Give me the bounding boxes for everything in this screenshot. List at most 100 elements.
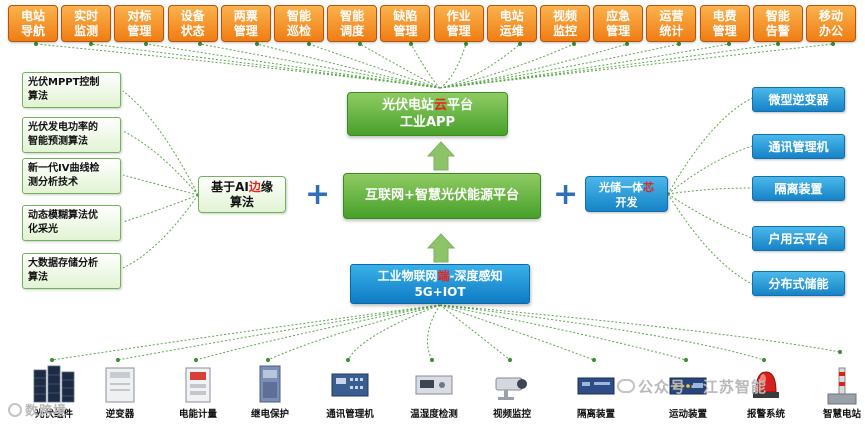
storage-chip-subtitle: 开发: [615, 196, 638, 209]
energy-meter-icon: [178, 364, 218, 408]
function-tile[interactable]: 智能告警: [752, 5, 803, 42]
relay-protection-icon: [250, 364, 290, 408]
wechat-icon: [617, 379, 635, 393]
field-device-label: 电能计量: [178, 409, 217, 420]
iot-platform-highlight: 端: [437, 269, 450, 283]
field-device[interactable]: 智慧电站: [812, 364, 865, 420]
algorithm-line1: 光伏发电功率的: [28, 122, 98, 133]
function-tile-line1: 移动: [818, 9, 843, 23]
watermark-logo-icon: [8, 403, 22, 417]
function-tile[interactable]: 缺陷管理: [380, 5, 431, 42]
iot-platform-title-b: -深度感知: [449, 269, 503, 283]
field-device-label: 逆变器: [105, 409, 135, 420]
algorithm-line2: 化采光: [28, 224, 58, 235]
algorithm-line2: 算法: [28, 272, 48, 283]
algorithm-line2: 智能预测算法: [28, 136, 88, 147]
function-tile[interactable]: 实时监测: [61, 5, 112, 42]
iot-platform-box[interactable]: 工业物联网端-深度感知 5G+IOT: [350, 264, 530, 304]
field-device[interactable]: 视频监控: [482, 364, 542, 420]
device-box[interactable]: 户用云平台: [752, 226, 845, 251]
function-tile[interactable]: 智能调度: [327, 5, 378, 42]
function-tile-line2: 巡检: [286, 24, 311, 38]
function-tile[interactable]: 移动办公: [806, 5, 856, 42]
iot-platform-subtitle: 5G+IOT: [414, 285, 466, 299]
energy-platform-box[interactable]: 互联网+智慧光伏能源平台: [343, 173, 541, 219]
edge-ai-subtitle: 算法: [229, 195, 254, 209]
device-box[interactable]: 通讯管理机: [752, 134, 845, 159]
isolation-device-icon: [574, 364, 618, 408]
algorithm-box[interactable]: 光伏发电功率的智能预测算法: [22, 117, 121, 153]
cloud-platform-box[interactable]: 光伏电站云平台 工业APP: [347, 92, 508, 136]
function-tile-line2: 状态: [180, 24, 205, 38]
cloud-platform-title-b: 平台: [447, 98, 474, 113]
algorithm-box[interactable]: 动态模糊算法优化采光: [22, 205, 121, 241]
algorithm-box[interactable]: 光伏MPPT控制算法: [22, 72, 121, 108]
function-tile[interactable]: 设备状态: [167, 5, 218, 42]
plus-sign-left: +: [305, 177, 331, 212]
function-tile-line1: 对标: [127, 9, 152, 23]
cloud-platform-subtitle: 工业APP: [399, 115, 456, 130]
function-tile-line1: 智能: [340, 9, 365, 23]
function-tile-line1: 应急: [606, 9, 631, 23]
field-device-label: 通讯管理机: [326, 409, 374, 420]
function-tile-line1: 缺陷: [393, 9, 418, 23]
field-device[interactable]: 报警系统: [736, 364, 796, 420]
function-tile-line1: 作业: [446, 9, 471, 23]
function-tile[interactable]: 运营统计: [646, 5, 697, 42]
function-tile[interactable]: 对标管理: [114, 5, 165, 42]
edge-ai-highlight: 边: [248, 180, 261, 194]
smart-station-icon: [822, 364, 862, 412]
function-tile-line2: 监控: [552, 24, 577, 38]
cloud-platform-title-a: 光伏电站: [381, 98, 434, 113]
function-tile-line1: 运营: [659, 9, 684, 23]
algorithm-box[interactable]: 新一代IV曲线检测分析技术: [22, 158, 121, 194]
algorithm-line1: 动态模糊算法优: [28, 210, 98, 221]
function-tile-line1: 实时: [74, 9, 99, 23]
field-device[interactable]: 运动装置: [658, 364, 718, 420]
watermark-left: 数跨境: [8, 400, 67, 419]
storage-chip-box[interactable]: 光储一体芯 开发: [585, 176, 668, 212]
edge-ai-title-b: 缘: [260, 180, 273, 194]
function-tile-line2: 告警: [765, 24, 790, 38]
function-tile-line2: 管理: [393, 24, 418, 38]
energy-platform-label: 互联网+智慧光伏能源平台: [365, 188, 519, 203]
device-box[interactable]: 分布式储能: [752, 271, 845, 296]
function-tile[interactable]: 视频监控: [540, 5, 590, 42]
telecontrol-device-icon: [666, 364, 710, 408]
field-device[interactable]: 逆变器: [90, 364, 150, 420]
device-box[interactable]: 隔离装置: [752, 176, 845, 201]
communication-manager-icon: [328, 364, 372, 408]
field-device[interactable]: 通讯管理机: [320, 364, 380, 420]
field-device[interactable]: 隔离装置: [566, 364, 626, 420]
function-tile[interactable]: 电费管理: [699, 5, 750, 42]
cloud-platform-highlight: 云: [433, 98, 447, 113]
function-tile[interactable]: 电站运维: [486, 5, 537, 42]
edge-ai-title-a: 基于AI: [211, 180, 249, 194]
field-device[interactable]: 电能计量: [168, 364, 228, 420]
function-tile-line2: 监测: [74, 24, 99, 38]
bottom-device-connectors: [49, 304, 843, 363]
edge-ai-box[interactable]: 基于AI边缘 算法: [198, 176, 286, 213]
function-tile[interactable]: 两票管理: [220, 5, 271, 42]
function-tile[interactable]: 作业管理: [433, 5, 484, 42]
field-device[interactable]: 温湿度检测: [404, 364, 464, 420]
field-device[interactable]: 光伏组件: [24, 364, 84, 420]
function-tile[interactable]: 电站导航: [8, 5, 58, 42]
function-tile[interactable]: 应急管理: [593, 5, 644, 42]
algorithm-box[interactable]: 大数据存储分析算法: [22, 253, 121, 289]
arrow-up-icon: [426, 141, 456, 171]
video-camera-icon: [490, 364, 534, 408]
device-box[interactable]: 微型逆变器: [752, 87, 845, 112]
field-device-label: 隔离装置: [576, 409, 615, 420]
function-tile-line2: 管理: [606, 24, 631, 38]
field-device[interactable]: 继电保护: [240, 364, 300, 420]
temperature-humidity-icon: [412, 364, 456, 408]
right-device-connectors: [667, 97, 753, 285]
algorithm-line1: 光伏MPPT控制: [28, 77, 100, 88]
storage-chip-title: 光储一体: [599, 181, 643, 194]
function-tile-line2: 管理: [127, 24, 152, 38]
function-tile-line2: 管理: [446, 24, 471, 38]
function-tile[interactable]: 智能巡检: [274, 5, 324, 42]
